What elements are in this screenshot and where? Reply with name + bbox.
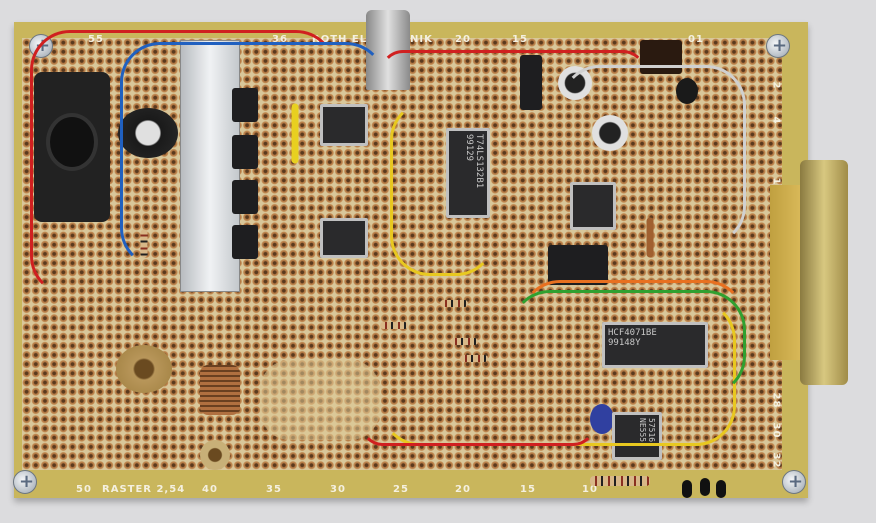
silk-label: RASTER 2,54 <box>102 484 186 495</box>
wire-green <box>510 290 746 396</box>
chip-code: 99129 <box>464 134 474 162</box>
silk-label: 50 <box>76 484 92 495</box>
ic-hcf4071: HCF4071BE 99148Y <box>602 322 708 368</box>
wire-grey <box>560 65 746 246</box>
voltage-regulator <box>640 40 682 74</box>
silk-label: 15 <box>512 34 528 45</box>
silk-label: 10 <box>582 484 598 495</box>
ic-ne555: 57516 NE555 <box>612 412 662 460</box>
ic-8pin <box>320 104 368 146</box>
db25-connector[interactable] <box>800 160 848 385</box>
power-socket <box>34 72 110 222</box>
resistor <box>590 476 650 486</box>
silk-label: 2 <box>770 81 782 90</box>
chip-code: 99148Y <box>608 338 641 348</box>
silk-label: 20 <box>455 34 471 45</box>
ic-74ls132: T74LS132B1 99129 <box>446 128 490 218</box>
screw-icon <box>782 470 806 494</box>
chip-label: HCF4071BE <box>608 328 657 338</box>
silk-label: 28 <box>770 392 782 409</box>
silk-label: 30 <box>770 422 782 439</box>
silk-label: 01 <box>688 34 704 45</box>
silk-label: 55 <box>88 34 104 45</box>
silk-label: 35 <box>266 484 282 495</box>
silk-label: 4 <box>770 116 782 125</box>
resistor <box>450 338 478 345</box>
voltage-regulator <box>232 225 258 259</box>
wire-blue <box>120 42 386 268</box>
screw-icon <box>13 470 37 494</box>
screw-icon <box>766 34 790 58</box>
silk-label: 20 <box>455 484 471 495</box>
voltage-regulator <box>232 88 258 122</box>
relay <box>520 55 542 110</box>
chip-code: 57516 <box>647 418 656 443</box>
silk-label: 30 <box>330 484 346 495</box>
resistor <box>440 300 468 307</box>
silk-label: 32 <box>770 452 782 469</box>
triac <box>548 245 608 285</box>
wire-orange <box>520 280 746 396</box>
ink-mark <box>682 480 692 498</box>
ink-mark <box>700 478 710 496</box>
wire-red <box>380 50 646 96</box>
silk-label: 15 <box>520 484 536 495</box>
silk-label: ROTH EL <box>312 34 368 45</box>
resistor <box>460 355 488 362</box>
potentiometer <box>592 115 628 151</box>
voltage-regulator <box>232 180 258 214</box>
silk-label: 36 <box>272 34 288 45</box>
voltage-regulator <box>232 135 258 169</box>
potentiometer <box>200 440 230 470</box>
wire-yellow <box>390 100 496 276</box>
silk-label: NIK <box>410 34 433 45</box>
trimmer-coil <box>116 345 172 393</box>
chip-label: NE555 <box>638 418 647 443</box>
electrolytic-capacitor <box>118 108 178 158</box>
wire-red <box>360 400 596 446</box>
wire-red <box>30 30 336 296</box>
silk-label: 40 <box>202 484 218 495</box>
electrolytic-capacitor <box>676 78 698 104</box>
inductor-coil <box>200 365 240 415</box>
chip-label: T74LS132B1 <box>474 134 484 189</box>
silk-label: 25 <box>393 484 409 495</box>
ink-mark <box>716 480 726 498</box>
